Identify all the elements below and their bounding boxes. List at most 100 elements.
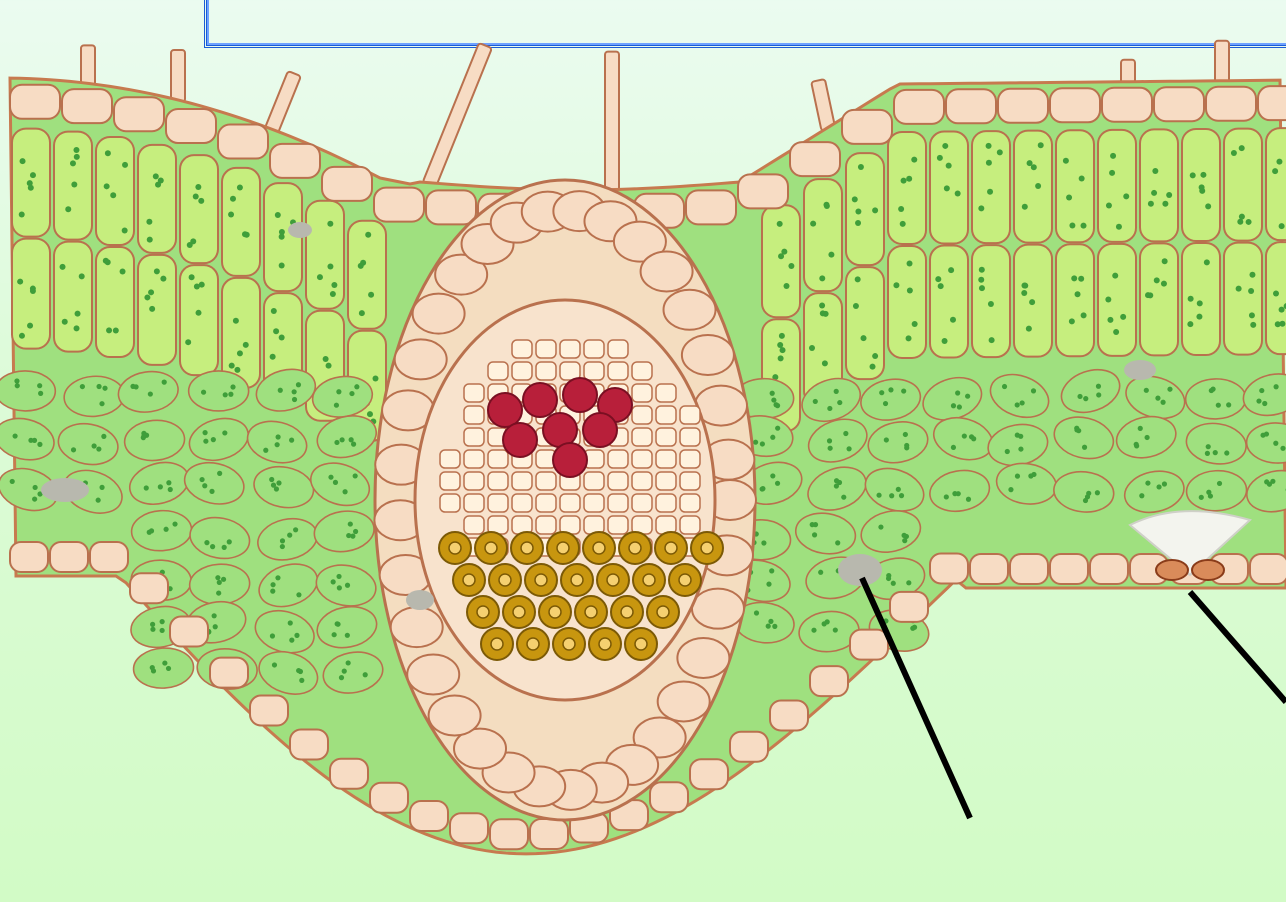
- chloroplast: [907, 288, 913, 294]
- chloroplast: [1231, 150, 1237, 156]
- vascular-cell: [656, 472, 676, 490]
- chloroplast: [96, 498, 101, 503]
- chloroplast: [104, 183, 110, 189]
- chloroplast: [1187, 321, 1193, 327]
- chloroplast: [1154, 277, 1160, 283]
- chloroplast: [1162, 481, 1167, 486]
- vascular-cell: [560, 340, 580, 358]
- chloroplast: [227, 539, 232, 544]
- chloroplast: [96, 446, 101, 451]
- chloroplast: [951, 403, 956, 408]
- chloroplast: [828, 252, 834, 258]
- chloroplast: [351, 442, 356, 447]
- vascular-cell: [680, 516, 700, 534]
- chloroplast: [60, 264, 66, 270]
- chloroplast: [345, 633, 350, 638]
- chloroplast: [350, 534, 355, 539]
- epidermis-cell: [450, 813, 488, 843]
- chloroplast: [1205, 203, 1211, 209]
- palisade-cell: [1014, 131, 1052, 243]
- xylem-lumen: [571, 574, 583, 586]
- chloroplast: [372, 376, 378, 382]
- epidermis-cell: [250, 696, 288, 726]
- chloroplast: [14, 378, 19, 383]
- xylem-lumen: [643, 574, 655, 586]
- chloroplast: [172, 521, 177, 526]
- chloroplast: [270, 633, 275, 638]
- xylem-lumen: [491, 638, 503, 650]
- chloroplast: [92, 443, 97, 448]
- chloroplast: [1018, 446, 1023, 451]
- chloroplast: [1246, 219, 1252, 225]
- chloroplast: [13, 433, 18, 438]
- chloroplast: [323, 356, 329, 362]
- chloroplast: [1113, 329, 1119, 335]
- chloroplast: [30, 172, 36, 178]
- chloroplast: [342, 489, 347, 494]
- xylem-lumen: [485, 542, 497, 554]
- vascular-cell: [632, 406, 652, 424]
- chloroplast: [1206, 490, 1211, 495]
- vascular-cell: [440, 472, 460, 490]
- chloroplast: [1083, 396, 1088, 401]
- epidermis-cell: [270, 144, 320, 178]
- chloroplast: [19, 333, 25, 339]
- vascular-cell: [584, 472, 604, 490]
- epidermis-cell: [970, 554, 1008, 584]
- chloroplast: [202, 483, 207, 488]
- chloroplast: [38, 391, 43, 396]
- chloroplast: [217, 580, 222, 585]
- xylem-lumen: [607, 574, 619, 586]
- chloroplast: [906, 176, 912, 182]
- chloroplast: [1110, 153, 1116, 159]
- chloroplast: [20, 158, 26, 164]
- chloroplast: [780, 347, 786, 353]
- xylem-lumen: [701, 542, 713, 554]
- chloroplast: [296, 382, 301, 387]
- chloroplast: [162, 660, 167, 665]
- chloroplast: [162, 380, 167, 385]
- chloroplast: [367, 411, 373, 417]
- xylem-lumen: [665, 542, 677, 554]
- chloroplast: [195, 184, 201, 190]
- chloroplast: [818, 570, 823, 575]
- chloroplast: [1079, 176, 1085, 182]
- epidermis-cell: [410, 801, 448, 831]
- chloroplast: [766, 624, 771, 629]
- vascular-cell: [440, 450, 460, 468]
- vascular-cell: [464, 384, 484, 402]
- chloroplast: [1239, 214, 1245, 220]
- epidermis-cell: [374, 188, 424, 222]
- chloroplast: [1162, 201, 1168, 207]
- chloroplast: [342, 669, 347, 674]
- chloroplast: [965, 394, 970, 399]
- vascular-cell: [608, 340, 628, 358]
- chloroplast: [365, 232, 371, 238]
- chloroplast: [761, 540, 766, 545]
- chloroplast: [334, 440, 339, 445]
- chloroplast: [204, 540, 209, 545]
- chloroplast: [279, 229, 285, 235]
- chloroplast: [962, 433, 967, 438]
- parenchyma-cell: [641, 251, 693, 291]
- chloroplast: [289, 438, 294, 443]
- chloroplast: [133, 384, 138, 389]
- xylem-lumen: [593, 542, 605, 554]
- xylem-lumen: [657, 606, 669, 618]
- vascular-cell: [440, 494, 460, 512]
- chloroplast: [327, 263, 333, 269]
- chloroplast: [1273, 291, 1279, 297]
- chloroplast: [358, 263, 364, 269]
- chloroplast: [1008, 487, 1013, 492]
- vascular-cell: [680, 450, 700, 468]
- xylem-lumen: [535, 574, 547, 586]
- chloroplast: [79, 273, 85, 279]
- chloroplast: [65, 206, 71, 212]
- palisade-cell: [12, 239, 50, 349]
- chloroplast: [1105, 297, 1111, 303]
- epidermis-cell: [842, 110, 892, 144]
- chloroplast: [1239, 145, 1245, 151]
- palisade-cell: [1224, 129, 1262, 241]
- epidermis-cell: [890, 592, 928, 622]
- midrib-vascular-bundle: [374, 180, 756, 820]
